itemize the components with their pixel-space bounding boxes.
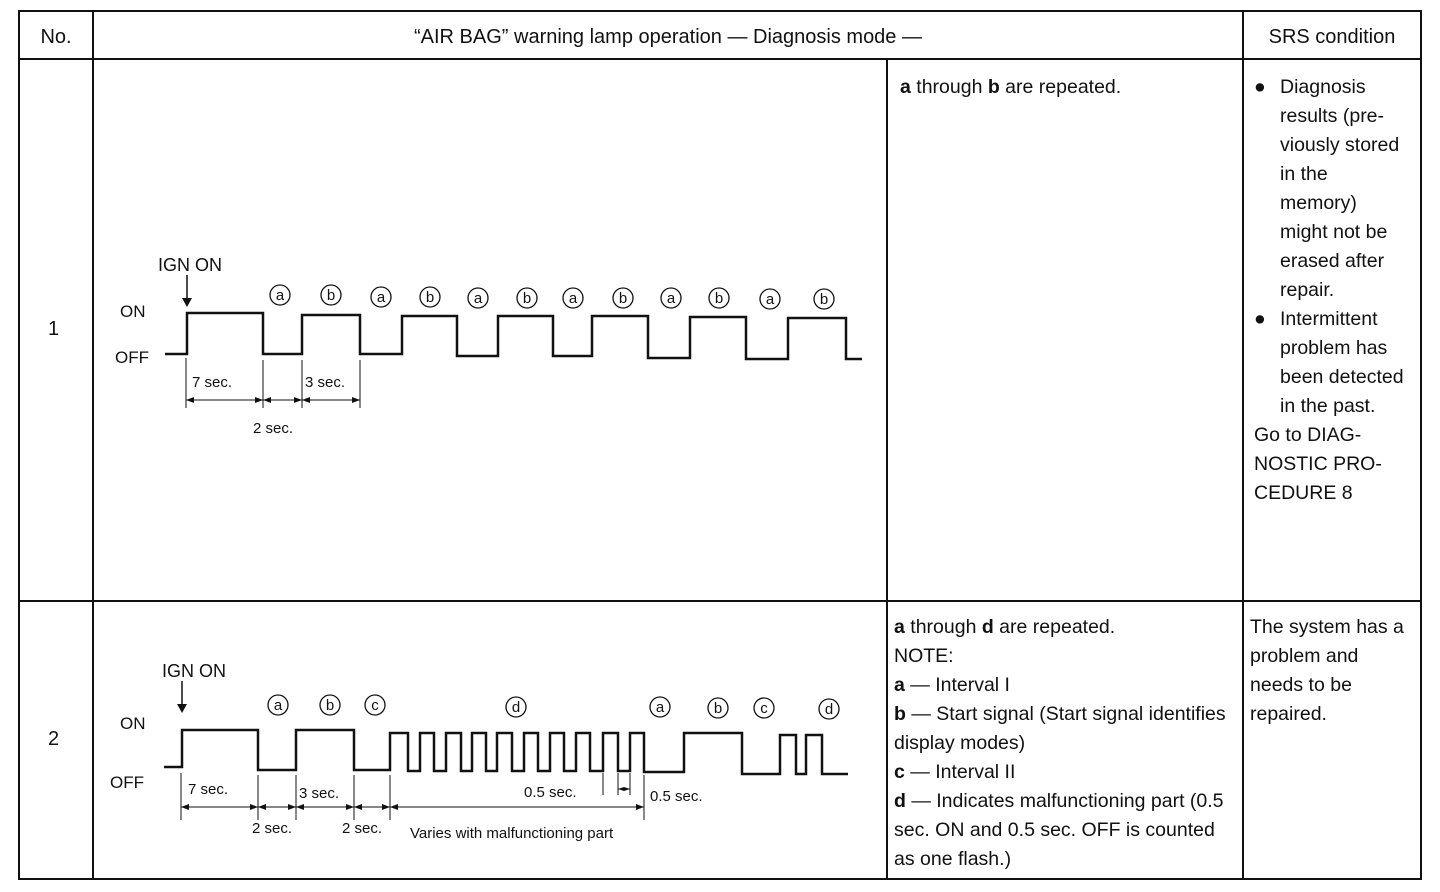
duration-2s: 2 sec. (253, 420, 293, 437)
svg-text:a: a (274, 697, 283, 714)
off-label: OFF (110, 773, 144, 792)
svg-text:c: c (760, 700, 768, 717)
svg-text:a: a (656, 699, 665, 716)
condition-bullet: ●Intermittent problem has been detected … (1254, 308, 1404, 417)
row-divider (20, 600, 1420, 602)
row1-condition: ●Diagnosis results (pre-viously stored i… (1254, 73, 1404, 508)
svg-text:a: a (276, 287, 285, 304)
svg-text:b: b (326, 697, 334, 714)
svg-text:a: a (377, 289, 386, 306)
on-label: ON (120, 302, 146, 321)
ign-on-label: IGN ON (162, 661, 226, 681)
wave-markers: a b a b a b a b a b a b (269, 284, 835, 310)
row2-condition: The system has a problem and needs to be… (1250, 616, 1404, 725)
varies-label: Varies with malfunctioning part (410, 825, 614, 842)
duration-7s: 7 sec. (188, 781, 228, 798)
svg-text:b: b (619, 290, 627, 307)
col-divider (1242, 12, 1244, 878)
duration-05s-off: 0.5 sec. (650, 788, 703, 805)
header-no: No. (40, 26, 72, 48)
on-label: ON (120, 714, 146, 733)
svg-text:a: a (766, 291, 775, 308)
wave-markers: a b c d a b c d (267, 694, 840, 720)
svg-text:a: a (474, 290, 483, 307)
svg-text:b: b (426, 289, 434, 306)
svg-text:b: b (820, 291, 828, 308)
row-number: 1 (48, 318, 60, 340)
condition-bullet: ●Diagnosis results (pre-viously stored i… (1254, 76, 1400, 301)
duration-3s: 3 sec. (305, 374, 345, 391)
col-divider (886, 58, 888, 878)
col-divider (92, 12, 94, 878)
diagnosis-table: No. “AIR BAG” warning lamp operation — D… (18, 10, 1422, 880)
duration-3s: 3 sec. (299, 785, 339, 802)
svg-text:b: b (715, 290, 723, 307)
svg-text:b: b (327, 287, 335, 304)
row1-timing-diagram: IGN ON ON OFF a b a b a b a b a b a b 7 … (115, 255, 862, 437)
lamp-waveform (165, 311, 862, 361)
row-divider (20, 58, 1420, 60)
svg-text:b: b (714, 700, 722, 717)
duration-7s: 7 sec. (192, 374, 232, 391)
off-label: OFF (115, 348, 149, 367)
header-condition: SRS condition (1268, 26, 1396, 48)
condition-tail: Go to DIAG-NOSTIC PRO-CEDURE 8 (1254, 424, 1382, 504)
row1-description: a through b are repeated. (900, 76, 1122, 98)
svg-text:a: a (569, 290, 578, 307)
ign-on-label: IGN ON (158, 255, 222, 275)
svg-text:d: d (512, 699, 520, 716)
svg-text:d: d (825, 701, 833, 718)
row-number: 2 (48, 728, 60, 750)
svg-text:a: a (667, 290, 676, 307)
duration-05s-on: 0.5 sec. (524, 784, 577, 801)
svg-text:c: c (371, 697, 379, 714)
header-operation: “AIR BAG” warning lamp operation — Diagn… (414, 26, 922, 48)
svg-text:b: b (523, 290, 531, 307)
row2-description: a through d are repeated. NOTE: a — Inte… (894, 616, 1226, 870)
row2-timing-diagram: IGN ON ON OFF a b c d a b c d 7 sec. 3 s… (110, 661, 848, 842)
lamp-waveform (164, 728, 848, 776)
duration-2s-a: 2 sec. (252, 820, 292, 837)
duration-2s-b: 2 sec. (342, 820, 382, 837)
